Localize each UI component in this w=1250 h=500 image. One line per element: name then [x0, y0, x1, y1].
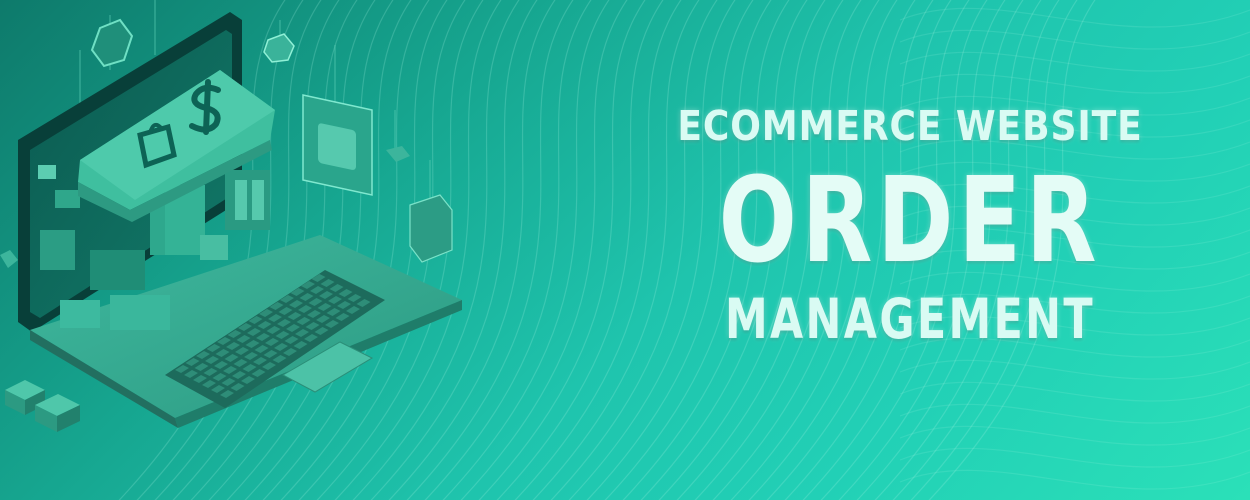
laptop-base — [30, 235, 462, 428]
shopping-bag-icon — [137, 122, 177, 169]
headline: ECOMMERCE WEBSITE ORDER MANAGEMENT — [620, 100, 1200, 352]
trackpad — [281, 341, 374, 393]
headline-main: ORDER — [718, 151, 1102, 289]
laptop-storefront-illustration — [0, 0, 462, 432]
keyboard — [165, 270, 385, 408]
package-box-icon — [409, 194, 453, 263]
cube-blocks — [0, 250, 80, 432]
store-shelves — [38, 165, 270, 330]
floating-panel-icon — [302, 94, 373, 196]
dollar-sign-icon — [189, 79, 221, 135]
storefront-awning-icon — [78, 70, 275, 222]
headline-top: ECOMMERCE WEBSITE — [677, 102, 1143, 150]
headline-bottom: MANAGEMENT — [724, 287, 1096, 351]
floating-hexagon-icon — [90, 18, 134, 68]
